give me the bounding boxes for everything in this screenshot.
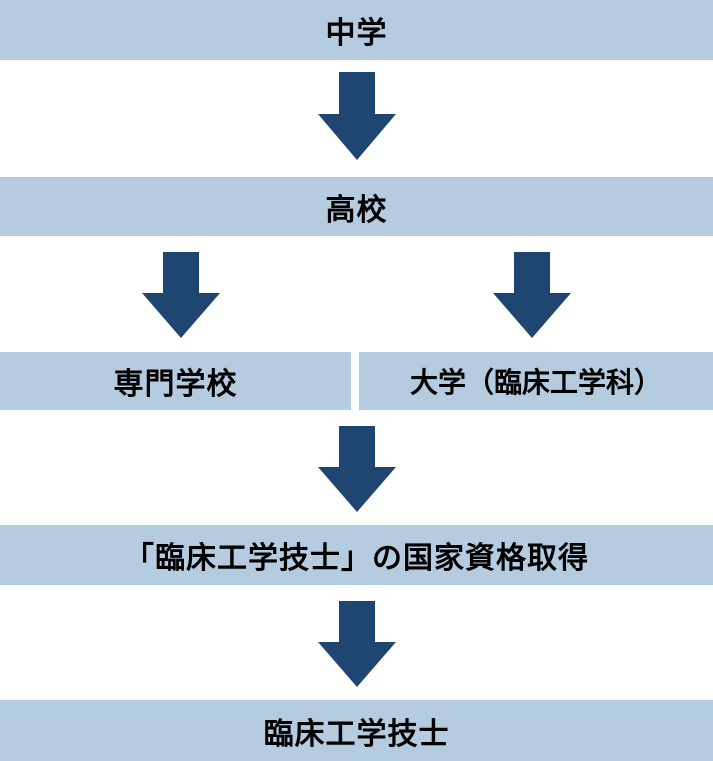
step-high-school: 高校 [0,177,713,236]
step-high-school-label: 高校 [325,192,388,228]
step-national-license: 「臨床工学技士」の国家資格取得 [0,525,713,585]
down-arrow-icon [493,252,571,338]
step-vocational-school-label: 専門学校 [113,367,238,402]
step-junior-high-label: 中学 [325,16,388,51]
down-arrow-icon [318,426,396,512]
step-vocational-school: 専門学校 [0,352,351,410]
step-national-license-label: 「臨床工学技士」の国家資格取得 [124,541,589,576]
step-university: 大学（臨床工学科） [359,352,713,410]
step-clinical-engineer-label: 臨床工学技士 [263,716,450,752]
step-university-label: 大学（臨床工学科） [409,366,662,399]
step-clinical-engineer: 臨床工学技士 [0,700,713,761]
down-arrow-icon [142,252,220,338]
step-junior-high: 中学 [0,0,713,60]
down-arrow-icon [318,601,396,687]
down-arrow-icon [318,72,396,160]
